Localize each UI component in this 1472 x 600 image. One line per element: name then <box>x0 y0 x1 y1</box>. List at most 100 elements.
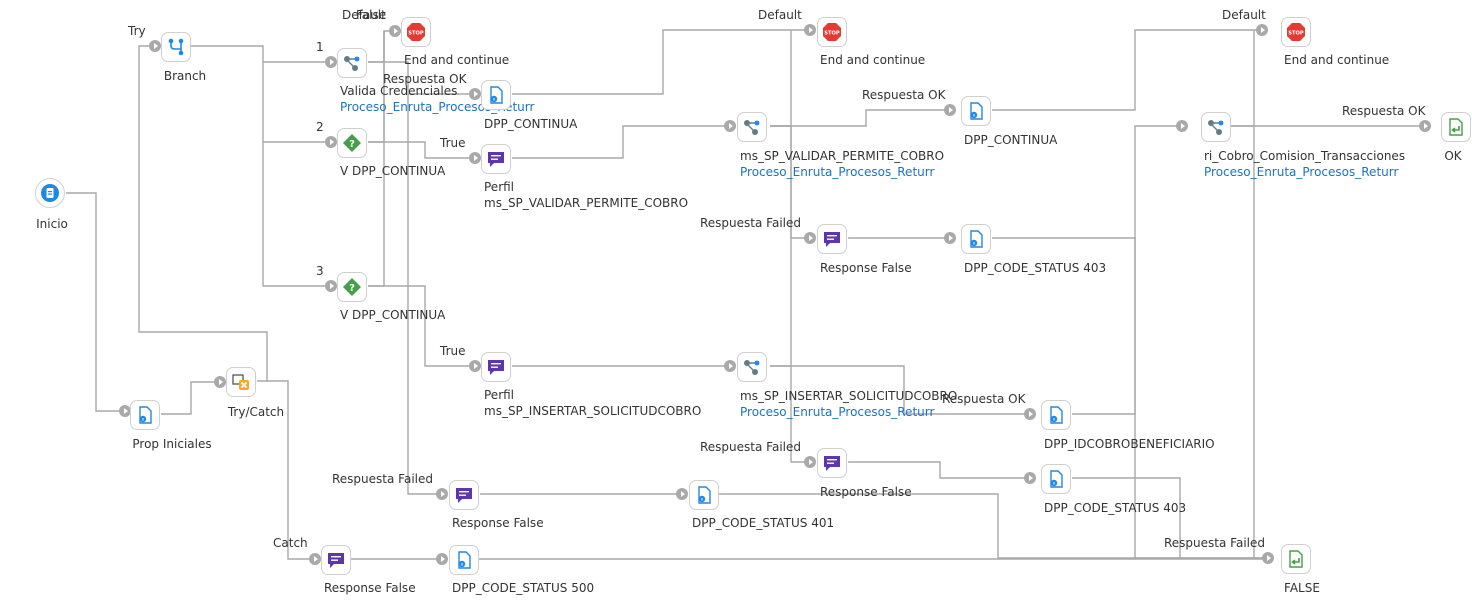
input-port[interactable] <box>1262 552 1274 564</box>
message-node[interactable] <box>817 448 847 478</box>
process-link[interactable]: Proceso_Enruta_Procesos_Returr <box>740 165 935 179</box>
set-properties-node[interactable] <box>449 545 479 575</box>
set-properties-node[interactable] <box>1041 464 1071 494</box>
input-port[interactable] <box>1419 120 1431 132</box>
return-documents-node[interactable] <box>1281 544 1311 574</box>
branch-node[interactable] <box>161 32 191 62</box>
process-link[interactable]: Proceso_Enruta_Procesos_Returr <box>1204 165 1399 179</box>
document-properties-icon <box>970 102 983 120</box>
input-port[interactable] <box>149 40 161 52</box>
svg-text:?: ? <box>349 283 355 294</box>
message-icon <box>456 488 472 503</box>
node-label: Try/Catch <box>227 405 285 419</box>
input-port[interactable] <box>389 25 401 37</box>
message-icon <box>824 232 840 247</box>
input-port[interactable] <box>1176 120 1188 132</box>
process-call-icon <box>744 360 760 375</box>
stop-node[interactable]: STOP <box>1281 17 1311 47</box>
edge-label: Respuesta OK <box>942 392 1026 406</box>
input-port[interactable] <box>469 152 481 164</box>
input-port[interactable] <box>325 280 337 292</box>
process-link[interactable]: Proceso_Enruta_Procesos_Returr <box>740 405 935 419</box>
set-properties-node[interactable] <box>130 400 160 430</box>
edge-label: 1 <box>316 40 324 54</box>
edge-label: Respuesta Failed <box>1164 536 1265 550</box>
stop-icon: STOP <box>1287 23 1305 41</box>
input-port[interactable] <box>214 376 226 388</box>
node-label: DPP_CODE_STATUS 500 <box>452 581 595 595</box>
edge-label: Default <box>758 8 802 22</box>
try-catch-node[interactable] <box>226 367 256 397</box>
set-properties-node[interactable] <box>481 80 511 110</box>
node-label: Response False <box>452 516 544 530</box>
input-port[interactable] <box>469 360 481 372</box>
edge-label: Respuesta Failed <box>332 472 433 486</box>
stop-node[interactable]: STOP <box>817 17 847 47</box>
edge-label: Default <box>1222 8 1266 22</box>
document-properties-icon <box>1050 470 1063 488</box>
node-label: DPP_CODE_STATUS 401 <box>692 516 835 530</box>
message-icon <box>488 152 504 167</box>
edge-label: 3 <box>316 264 324 278</box>
input-port[interactable] <box>309 553 321 565</box>
process-call-node[interactable] <box>337 48 367 78</box>
process-call-node[interactable] <box>1201 112 1231 142</box>
input-port[interactable] <box>944 232 956 244</box>
document-properties-icon <box>490 86 503 104</box>
input-port[interactable] <box>676 488 688 500</box>
input-port[interactable] <box>469 88 481 100</box>
input-port[interactable] <box>804 232 816 244</box>
node-label: ms_SP_INSERTAR_SOLICITUDCOBRO <box>740 389 958 403</box>
process-call-node[interactable] <box>737 112 767 142</box>
set-properties-node[interactable] <box>1041 400 1071 430</box>
input-port[interactable] <box>724 360 736 372</box>
process-call-icon <box>744 120 760 135</box>
input-port[interactable] <box>1256 24 1268 36</box>
edge-label: False <box>356 8 387 22</box>
stop-node[interactable]: STOP <box>401 17 431 47</box>
input-port[interactable] <box>1024 408 1036 420</box>
process-call-icon <box>344 56 360 71</box>
document-properties-icon <box>698 486 711 504</box>
input-port[interactable] <box>804 456 816 468</box>
edge-label: True <box>440 344 466 358</box>
set-properties-node[interactable] <box>689 480 719 510</box>
node-label: Perfil <box>484 180 515 194</box>
input-port[interactable] <box>724 120 736 132</box>
return-documents-node[interactable] <box>1441 112 1471 142</box>
input-port[interactable] <box>325 136 337 148</box>
node-label: OK <box>1444 149 1462 163</box>
input-port[interactable] <box>436 553 448 565</box>
node-label: Perfil <box>484 388 515 402</box>
svg-text:?: ? <box>349 139 355 150</box>
node-label: DPP_CONTINUA <box>484 117 578 131</box>
message-node[interactable] <box>481 352 511 382</box>
node-label: Branch <box>163 69 207 83</box>
input-port[interactable] <box>804 24 816 36</box>
decision-node[interactable]: ? <box>337 128 367 158</box>
start-node[interactable] <box>35 178 65 208</box>
message-node[interactable] <box>321 545 351 575</box>
message-node[interactable] <box>817 224 847 254</box>
input-port[interactable] <box>1024 472 1036 484</box>
edge-label: Default <box>342 8 386 22</box>
input-port[interactable] <box>325 56 337 68</box>
input-port[interactable] <box>944 104 956 116</box>
decision-question-icon: ? <box>343 278 361 296</box>
edge-label: Respuesta Failed <box>700 216 801 230</box>
set-properties-node[interactable] <box>961 96 991 126</box>
message-node[interactable] <box>481 144 511 174</box>
svg-text:STOP: STOP <box>1288 31 1304 37</box>
decision-node[interactable]: ? <box>337 272 367 302</box>
return-documents-icon <box>1289 550 1303 568</box>
input-port[interactable] <box>119 405 131 417</box>
input-port[interactable] <box>436 488 448 500</box>
message-node[interactable] <box>449 480 479 510</box>
process-call-node[interactable] <box>737 352 767 382</box>
node-label: Response False <box>820 261 912 275</box>
set-properties-node[interactable] <box>961 224 991 254</box>
edge-label: Respuesta OK <box>1342 104 1426 118</box>
node-sublabel: ms_SP_INSERTAR_SOLICITUDCOBRO <box>484 404 702 418</box>
